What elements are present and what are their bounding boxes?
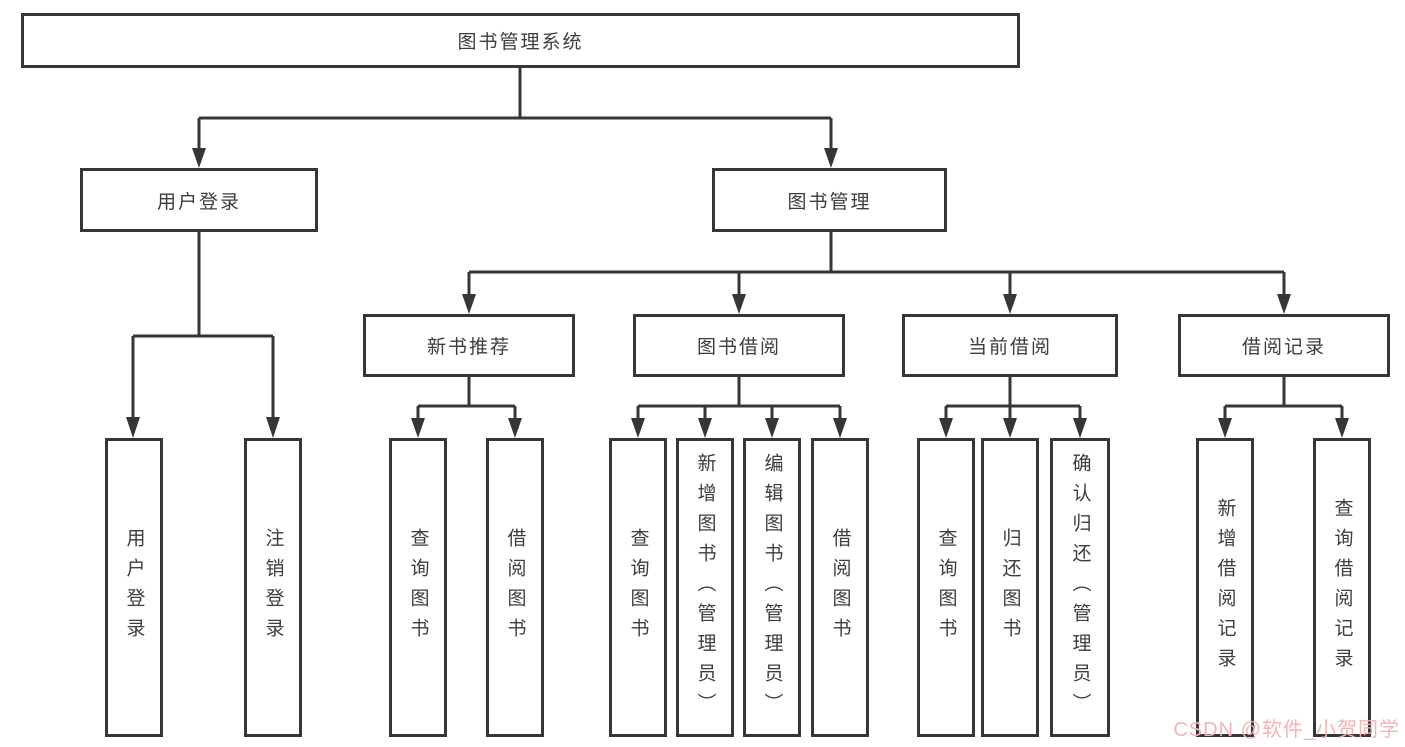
leaf-query-books-borrowing: 查询图书 <box>609 438 667 737</box>
leaf-logout-label: 注销登录 <box>262 527 284 648</box>
leaf-edit-book-admin-label: 编辑图书（管理员） <box>761 452 783 723</box>
node-user-login-label: 用户登录 <box>156 191 241 213</box>
node-user-login: 用户登录 <box>80 168 318 232</box>
leaf-add-book-admin: 新增图书（管理员） <box>676 438 734 737</box>
node-current-borrowing-label: 当前借阅 <box>967 337 1052 358</box>
leaf-query-books-borrowing-label: 查询图书 <box>627 527 649 648</box>
node-borrowing-records: 借阅记录 <box>1178 314 1390 377</box>
leaf-return-books: 归还图书 <box>981 438 1039 737</box>
leaf-return-books-label: 归还图书 <box>999 527 1021 648</box>
leaf-query-borrow-record: 查询借阅记录 <box>1313 438 1371 737</box>
node-book-management-label: 图书管理 <box>787 191 872 213</box>
leaf-borrow-books-recommendation-label: 借阅图书 <box>504 527 526 648</box>
leaf-query-books-recommendation-label: 查询图书 <box>407 527 429 648</box>
leaf-borrow-books-borrowing: 借阅图书 <box>811 438 869 737</box>
leaf-query-books-current-label: 查询图书 <box>935 527 957 648</box>
leaf-borrow-books-borrowing-label: 借阅图书 <box>829 527 851 648</box>
leaf-query-books-recommendation: 查询图书 <box>389 438 447 737</box>
node-library-management-system-label: 图书管理系统 <box>457 32 584 53</box>
leaf-add-borrow-record-label: 新增借阅记录 <box>1214 497 1236 678</box>
leaf-confirm-return-admin-label: 确认归还（管理员） <box>1069 452 1091 723</box>
leaf-user-login: 用户登录 <box>105 438 163 737</box>
node-borrowing-records-label: 借阅记录 <box>1241 337 1326 358</box>
node-book-borrowing: 图书借阅 <box>633 314 845 377</box>
leaf-add-book-admin-label: 新增图书（管理员） <box>694 452 716 723</box>
node-library-management-system: 图书管理系统 <box>21 13 1020 68</box>
leaf-confirm-return-admin: 确认归还（管理员） <box>1050 438 1110 737</box>
leaf-query-borrow-record-label: 查询借阅记录 <box>1331 497 1353 678</box>
leaf-edit-book-admin: 编辑图书（管理员） <box>743 438 801 737</box>
node-new-book-recommendation: 新书推荐 <box>363 314 575 377</box>
leaf-user-login-label: 用户登录 <box>123 527 145 648</box>
leaf-query-books-current: 查询图书 <box>917 438 975 737</box>
csdn-watermark: CSDN @软件_小贺同学 <box>1173 719 1400 741</box>
node-new-book-recommendation-label: 新书推荐 <box>426 337 511 358</box>
node-book-management: 图书管理 <box>712 168 947 232</box>
leaf-logout: 注销登录 <box>244 438 302 737</box>
leaf-borrow-books-recommendation: 借阅图书 <box>486 438 544 737</box>
leaf-add-borrow-record: 新增借阅记录 <box>1196 438 1254 737</box>
node-current-borrowing: 当前借阅 <box>902 314 1118 377</box>
node-book-borrowing-label: 图书借阅 <box>696 337 781 358</box>
